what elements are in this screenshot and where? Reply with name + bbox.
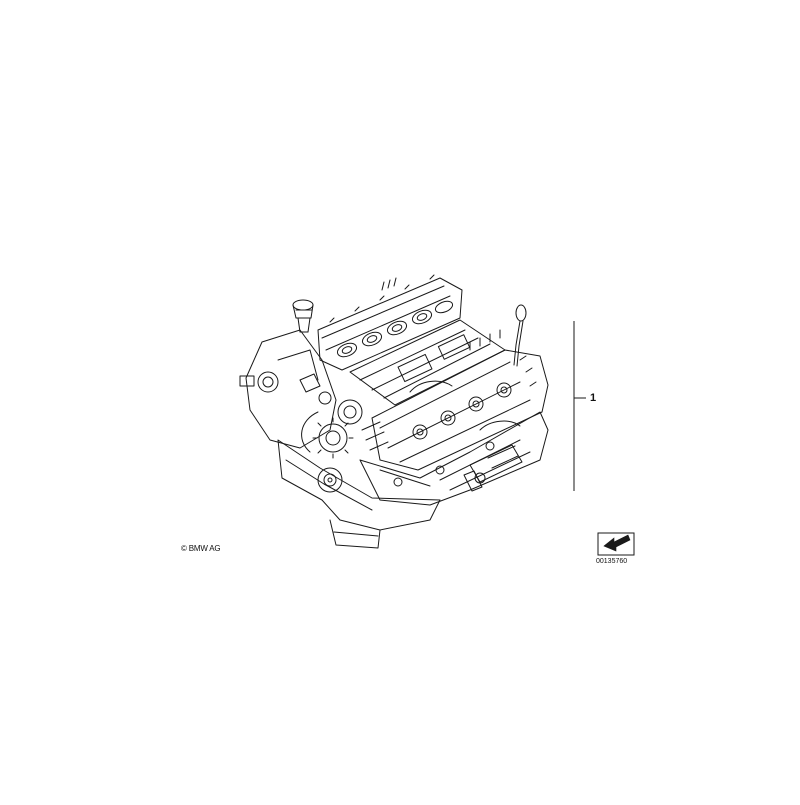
dipstick <box>513 304 527 367</box>
water-pump-gear <box>312 417 354 459</box>
engine-block-side <box>359 411 549 506</box>
copyright-notice: © BMW AG <box>181 544 221 553</box>
starter-motor <box>463 444 523 492</box>
callout-bracket <box>573 321 586 491</box>
arrow-pointing-left-icon <box>597 532 635 556</box>
oil-pan <box>277 439 441 549</box>
right-valve-cover <box>371 329 549 471</box>
oil-filler-cap <box>292 299 314 333</box>
diagram-reference-number: 00135760 <box>596 558 628 565</box>
left-valve-cover <box>317 274 463 371</box>
hoses-detail <box>301 380 521 453</box>
callout-number-1: 1 <box>590 392 597 404</box>
intake-valley <box>349 319 506 406</box>
crank-pulley <box>317 467 343 493</box>
timing-cover <box>239 329 363 449</box>
